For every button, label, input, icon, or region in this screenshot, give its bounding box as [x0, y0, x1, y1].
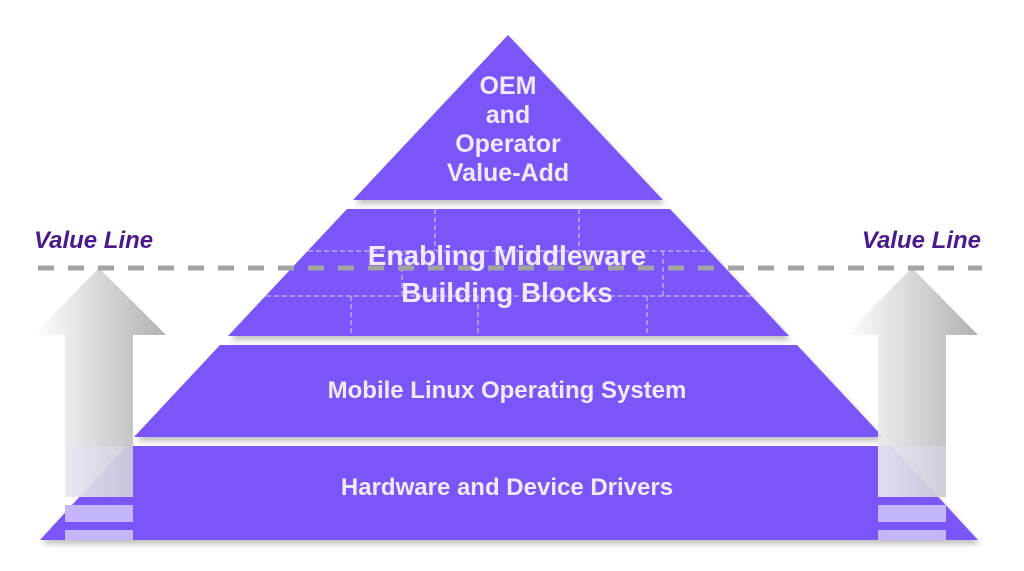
svg-text:Enabling Middleware: Enabling Middleware [368, 240, 646, 271]
right-up-arrow-icon [845, 268, 978, 540]
svg-text:and: and [486, 101, 530, 129]
svg-text:OEM: OEM [480, 72, 537, 100]
svg-text:Value-Add: Value-Add [447, 159, 569, 187]
tier-oem-label: OEM and Operator Value-Add [447, 72, 569, 187]
tier-os-label: Mobile Linux Operating System [328, 377, 687, 404]
tier-hardware-drivers [40, 446, 978, 540]
tier-middleware [228, 209, 789, 336]
tier-middleware-label: Enabling Middleware Building Blocks [368, 240, 646, 308]
value-line-label-left: Value Line [34, 227, 153, 254]
tier-oem-value-add [353, 35, 663, 200]
tier-operating-system [134, 345, 883, 437]
brick-lines [266, 209, 751, 336]
left-up-arrow-icon [33, 268, 166, 540]
pyramid [40, 35, 978, 540]
svg-text:Operator: Operator [455, 130, 561, 158]
value-line-label-right: Value Line [862, 227, 981, 254]
svg-text:Building Blocks: Building Blocks [401, 277, 613, 308]
tier-hardware-label: Hardware and Device Drivers [341, 474, 673, 501]
